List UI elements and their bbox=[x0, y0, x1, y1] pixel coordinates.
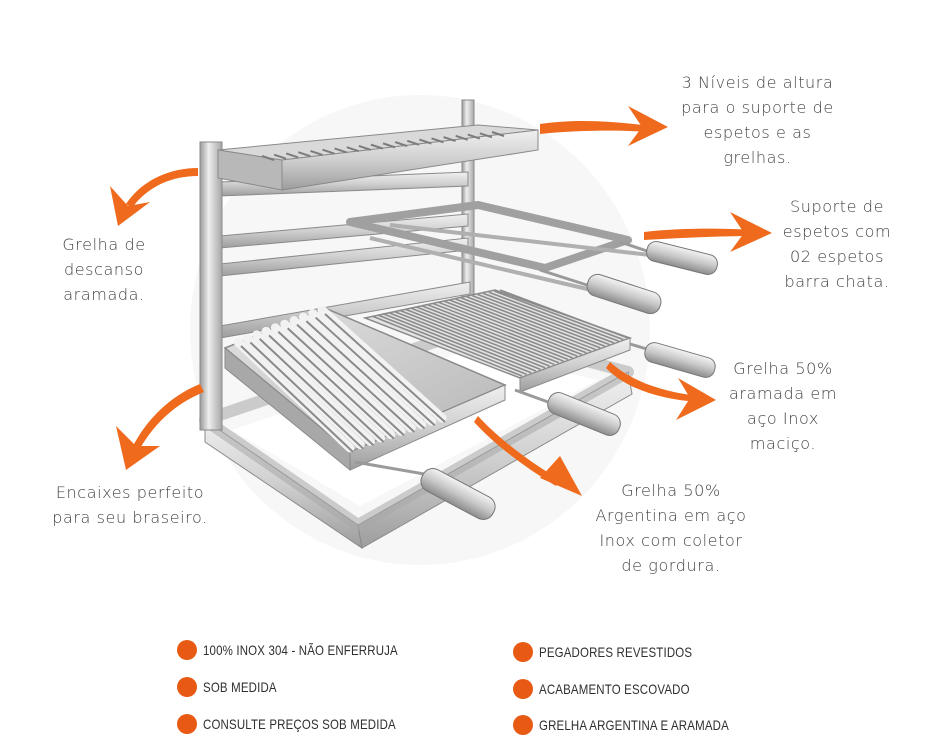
feature-label: PEGADORES REVESTIDOS bbox=[539, 644, 693, 660]
feature-item: 100% INOX 304 - NÃO ENFERRUJA bbox=[177, 638, 441, 662]
callout-line: de gordura. bbox=[621, 556, 721, 575]
feature-item: PEGADORES REVESTIDOS bbox=[513, 640, 726, 664]
arrow-wire-grill bbox=[606, 362, 716, 420]
feature-label: 100% INOX 304 - NÃO ENFERRUJA bbox=[203, 642, 398, 658]
callout-line: Argentina em aço bbox=[595, 506, 747, 525]
feature-item: ACABAMENTO ESCOVADO bbox=[513, 677, 723, 701]
handles bbox=[420, 240, 718, 520]
feature-item: GRELHA ARGENTINA E ARAMADA bbox=[513, 713, 771, 737]
callout-line: Grelha 50% bbox=[621, 481, 721, 500]
skewer-support bbox=[346, 201, 651, 294]
feature-item: CONSULTE PREÇOS SOB MEDIDA bbox=[177, 712, 438, 736]
argentine-grill bbox=[223, 305, 507, 477]
callout-rest-grill: Grelha de descanso aramada. bbox=[44, 232, 164, 307]
feature-label: GRELHA ARGENTINA E ARAMADA bbox=[539, 717, 729, 733]
callout-line: Suporte de bbox=[789, 197, 885, 216]
callout-line: aramada em bbox=[728, 384, 838, 403]
rest-grill-shelf bbox=[217, 124, 539, 191]
arrow-fit bbox=[116, 384, 204, 470]
bullet-dot-icon bbox=[513, 642, 533, 662]
callout-line: 3 Níveis de altura bbox=[681, 73, 834, 92]
callout-line: espetos e as bbox=[703, 123, 812, 142]
arrow-rest-grill bbox=[110, 168, 198, 226]
bullet-dot-icon bbox=[177, 640, 197, 660]
callout-line: Inox com coletor bbox=[599, 531, 743, 550]
callout-line: para o suporte de bbox=[681, 98, 834, 117]
callout-argentine-grill: Grelha 50% Argentina em aço Inox com col… bbox=[582, 478, 760, 578]
callout-line: descanso bbox=[63, 260, 144, 279]
arrow-levels bbox=[540, 106, 668, 146]
arrow-argentine-grill bbox=[474, 416, 582, 496]
wire-grill bbox=[362, 289, 651, 393]
callout-line: aço Inox bbox=[747, 409, 819, 428]
callout-line: para seu braseiro. bbox=[52, 508, 208, 527]
feature-item: SOB MEDIDA bbox=[177, 675, 293, 699]
callout-arrows bbox=[110, 106, 772, 496]
feature-label: ACABAMENTO ESCOVADO bbox=[539, 681, 690, 697]
feature-label: CONSULTE PREÇOS SOB MEDIDA bbox=[203, 716, 396, 732]
callout-line: espetos com bbox=[782, 222, 892, 241]
callout-line: Grelha 50% bbox=[733, 359, 833, 378]
bullet-dot-icon bbox=[177, 714, 197, 734]
feature-label: SOB MEDIDA bbox=[203, 679, 277, 695]
callout-fit: Encaixes perfeito para seu braseiro. bbox=[40, 480, 220, 530]
callout-line: Grelha de bbox=[62, 235, 146, 254]
bullet-dot-icon bbox=[513, 679, 533, 699]
callout-line: barra chata. bbox=[784, 272, 890, 291]
callout-line: Encaixes perfeito bbox=[55, 483, 205, 502]
callout-line: grelhas. bbox=[723, 148, 792, 167]
callout-line: 02 espetos bbox=[789, 247, 885, 266]
callout-skewer-support: Suporte de espetos com 02 espetos barra … bbox=[772, 194, 902, 294]
callout-wire-grill: Grelha 50% aramada em aço Inox maciço. bbox=[720, 356, 846, 456]
callout-line: maciço. bbox=[749, 434, 817, 453]
callout-levels: 3 Níveis de altura para o suporte de esp… bbox=[665, 70, 850, 170]
bullet-dot-icon bbox=[513, 715, 533, 735]
bullet-dot-icon bbox=[177, 677, 197, 697]
arrow-skewer-support bbox=[644, 212, 772, 252]
callout-line: aramada. bbox=[63, 285, 145, 304]
